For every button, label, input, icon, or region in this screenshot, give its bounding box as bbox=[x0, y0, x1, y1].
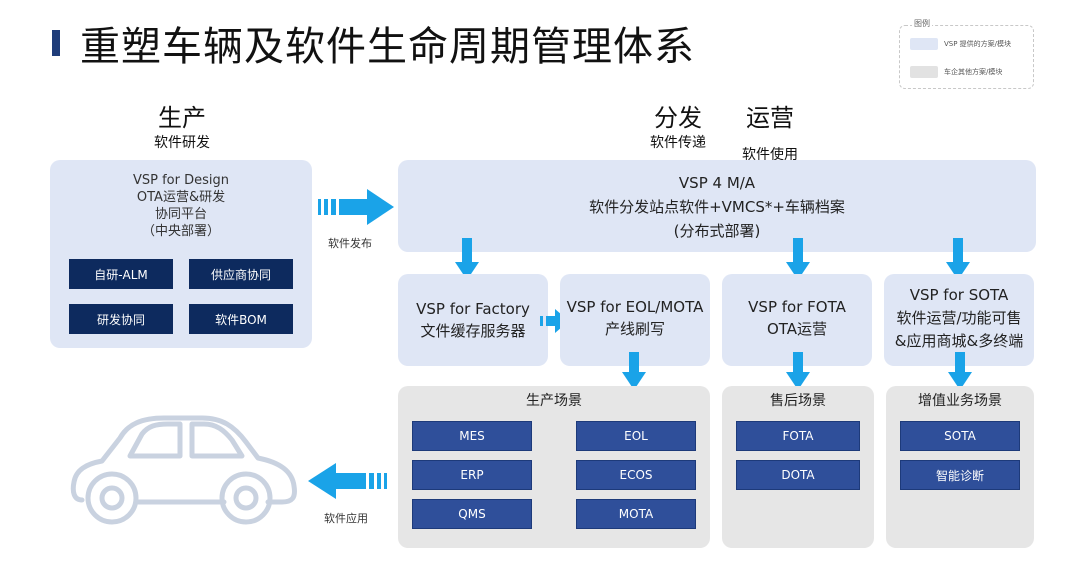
legend-item-vsp: VSP 提供的方案/模块 bbox=[910, 38, 1011, 50]
ma-line-2: 软件分发站点软件+VMCS*+车辆档案 bbox=[589, 198, 845, 216]
module-software-bom: 软件BOM bbox=[189, 304, 293, 334]
sota-line-2: 软件运营/功能可售 bbox=[896, 309, 1022, 327]
phase-operation-subtitle: 软件使用 bbox=[742, 147, 798, 163]
fota-line-2: OTA运营 bbox=[766, 320, 828, 338]
scene-item-fota: FOTA bbox=[736, 421, 860, 451]
phase-distribution-subtitle: 软件传递 bbox=[650, 135, 706, 151]
down-arrow-icon bbox=[622, 352, 646, 390]
legend-swatch-vsp bbox=[910, 38, 938, 50]
module-rd-collab: 研发协同 bbox=[69, 304, 173, 334]
fota-line-1: VSP for FOTA bbox=[748, 298, 846, 316]
valueadded-scene-title: 增值业务场景 bbox=[918, 393, 1002, 409]
production-scene-title: 生产场景 bbox=[526, 393, 582, 409]
scene-item-ecos: ECOS bbox=[576, 460, 696, 490]
phase-production-subtitle: 软件研发 bbox=[154, 135, 210, 151]
fota-panel: VSP for FOTA OTA运营 bbox=[722, 274, 872, 366]
module-alm: 自研-ALM bbox=[69, 259, 173, 289]
scene-item-sota: SOTA bbox=[900, 421, 1020, 451]
legend-title: 图例 bbox=[912, 18, 932, 29]
legend: 图例 VSP 提供的方案/模块 车企其他方案/模块 bbox=[899, 18, 1034, 89]
sota-panel: VSP for SOTA 软件运营/功能可售 &应用商城&多终端 bbox=[884, 274, 1034, 366]
ma-panel: VSP 4 M/A 软件分发站点软件+VMCS*+车辆档案 (分布式部署) bbox=[398, 160, 1036, 252]
ma-line-3: (分布式部署) bbox=[673, 222, 761, 240]
title-accent-bar bbox=[52, 30, 60, 56]
design-line-2: OTA运营&研发 bbox=[136, 190, 226, 205]
legend-label-other: 车企其他方案/模块 bbox=[944, 68, 1003, 76]
factory-line-1: VSP for Factory bbox=[416, 300, 530, 318]
apply-arrow-icon bbox=[308, 463, 387, 499]
factory-panel: VSP for Factory 文件缓存服务器 bbox=[398, 274, 548, 366]
scene-item-erp: ERP bbox=[412, 460, 532, 490]
scene-item-mota: MOTA bbox=[576, 499, 696, 529]
down-arrow-icon bbox=[786, 238, 810, 280]
car-icon bbox=[70, 415, 297, 525]
production-scene-panel: 生产场景 MES EOL ERP ECOS QMS MOTA bbox=[398, 386, 710, 548]
design-panel: VSP for Design OTA运营&研发 协同平台 （中央部署） 自研-A… bbox=[50, 160, 312, 348]
design-line-1: VSP for Design bbox=[132, 173, 229, 188]
ma-line-1: VSP 4 M/A bbox=[678, 174, 756, 192]
down-arrow-icon bbox=[786, 352, 810, 390]
legend-label-vsp: VSP 提供的方案/模块 bbox=[944, 40, 1012, 48]
sota-line-3: &应用商城&多终端 bbox=[894, 332, 1024, 350]
apply-caption: 软件应用 bbox=[324, 512, 368, 525]
design-line-3: 协同平台 bbox=[154, 207, 207, 222]
phase-operation-title: 运营 bbox=[746, 104, 794, 132]
design-line-4: （中央部署） bbox=[141, 224, 220, 239]
factory-line-2: 文件缓存服务器 bbox=[420, 322, 526, 340]
scene-item-qms: QMS bbox=[412, 499, 532, 529]
sota-line-1: VSP for SOTA bbox=[909, 286, 1009, 304]
eol-line-1: VSP for EOL/MOTA bbox=[566, 298, 704, 316]
phase-production-title: 生产 bbox=[158, 104, 206, 132]
down-arrow-icon bbox=[948, 352, 972, 390]
legend-item-other: 车企其他方案/模块 bbox=[910, 66, 1002, 78]
eol-panel: VSP for EOL/MOTA 产线刷写 bbox=[560, 274, 710, 366]
scene-item-dota: DOTA bbox=[736, 460, 860, 490]
scene-item-eol: EOL bbox=[576, 421, 696, 451]
down-arrow-icon bbox=[455, 238, 479, 280]
phase-distribution-title: 分发 bbox=[654, 104, 702, 132]
down-arrow-icon bbox=[946, 238, 970, 280]
page-title: 重塑车辆及软件生命周期管理体系 bbox=[80, 24, 695, 70]
eol-line-2: 产线刷写 bbox=[604, 320, 665, 338]
scene-item-diagnosis: 智能诊断 bbox=[900, 460, 1020, 490]
valueadded-scene-panel: 增值业务场景 SOTA 智能诊断 bbox=[886, 386, 1034, 548]
release-arrow-icon bbox=[318, 189, 394, 225]
aftersales-scene-title: 售后场景 bbox=[770, 393, 826, 409]
release-caption: 软件发布 bbox=[328, 237, 372, 250]
aftersales-scene-panel: 售后场景 FOTA DOTA bbox=[722, 386, 874, 548]
legend-swatch-other bbox=[910, 66, 938, 78]
scene-item-mes: MES bbox=[412, 421, 532, 451]
module-supplier-collab: 供应商协同 bbox=[189, 259, 293, 289]
